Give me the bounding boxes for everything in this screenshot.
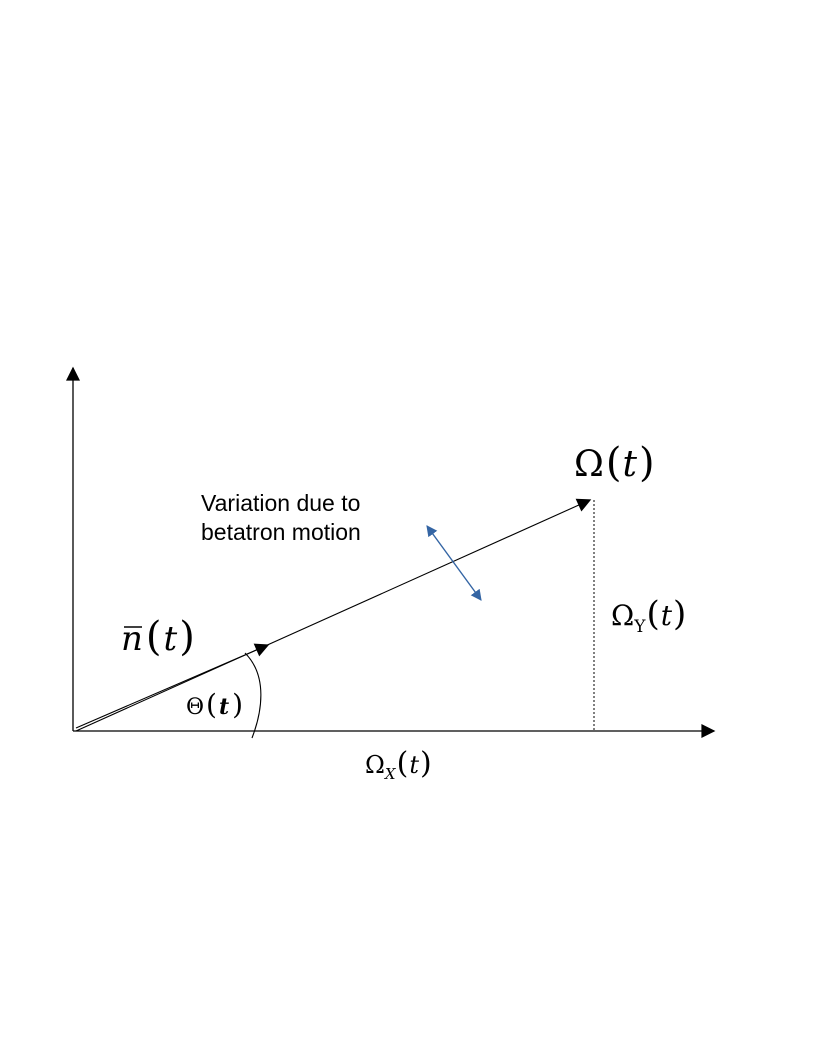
t-variable: t — [219, 694, 229, 720]
theta-symbol: Θ — [186, 695, 204, 720]
omega-symbol: Ω — [365, 751, 385, 779]
svg-text:ΩX(t): ΩX(t) — [365, 746, 432, 783]
open-paren: ( — [646, 594, 659, 634]
omega-x-label: ΩX(t) — [365, 746, 432, 783]
n-symbol: n — [121, 619, 143, 659]
t-variable: t — [661, 599, 673, 632]
svg-text:n(t): n(t) — [121, 614, 195, 660]
omega-vector-label: Ω(t) — [574, 440, 655, 486]
omega-vector — [75, 498, 592, 732]
n-vector-label: n(t) — [121, 614, 195, 660]
omega-symbol: Ω — [611, 599, 634, 632]
t-variable: t — [164, 619, 178, 659]
t-variable: t — [622, 444, 637, 485]
n-vector — [75, 643, 270, 729]
open-paren: ( — [606, 440, 622, 486]
x-subscript: X — [384, 765, 397, 783]
close-paren: ) — [232, 688, 243, 721]
svg-text:Θ(t): Θ(t) — [186, 688, 243, 721]
theta-angle-label: Θ(t) — [186, 688, 243, 721]
annotation-line-1: Variation due to — [201, 490, 360, 516]
theta-angle-arc — [244, 652, 262, 739]
svg-text:ΩY(t): ΩY(t) — [611, 594, 686, 637]
svg-text:Ω(t): Ω(t) — [574, 440, 655, 486]
omega-y-label: ΩY(t) — [611, 594, 686, 637]
y-subscript: Y — [633, 617, 646, 637]
open-paren: ( — [146, 614, 162, 660]
open-paren: ( — [397, 746, 409, 781]
close-paren: ) — [179, 614, 195, 660]
t-variable: t — [409, 751, 419, 779]
annotation-line-2: betatron motion — [201, 519, 361, 545]
close-paren: ) — [639, 440, 655, 486]
close-paren: ) — [420, 746, 432, 781]
betatron-variation-arrow — [426, 525, 482, 601]
open-paren: ( — [206, 688, 217, 721]
close-paren: ) — [673, 594, 686, 634]
omega-symbol: Ω — [574, 444, 604, 485]
